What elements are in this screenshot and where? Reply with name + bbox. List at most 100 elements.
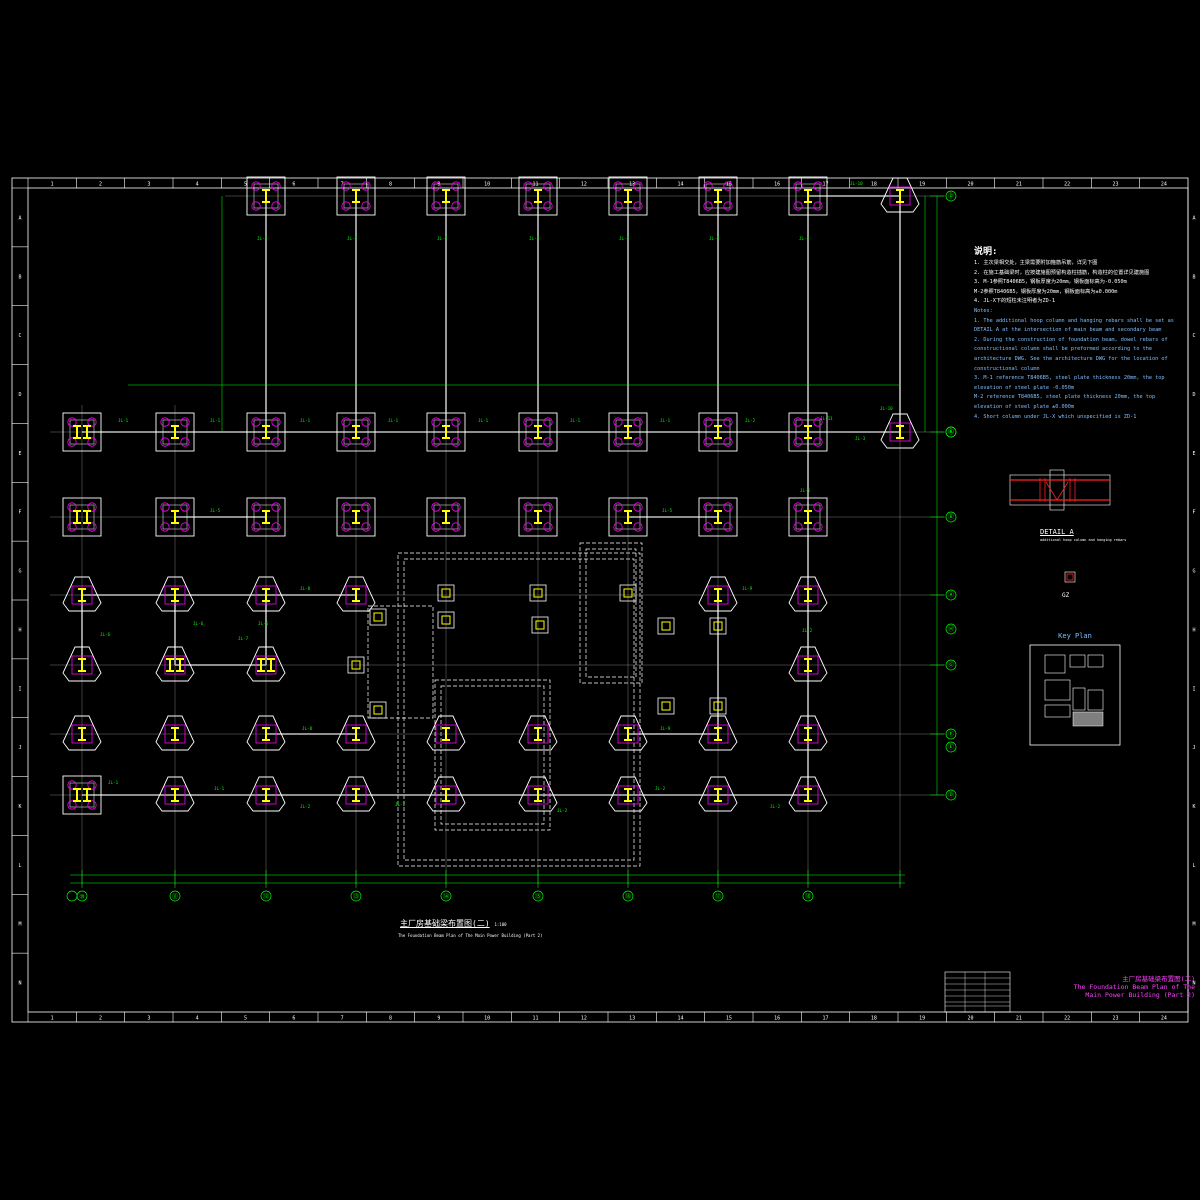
footing-pedestal xyxy=(255,655,277,675)
note-cn-5: 4. JL-X下的短柱未注明者为ZD-1 xyxy=(974,298,1056,305)
footing-pedestal xyxy=(707,585,729,605)
dashed-outline xyxy=(585,548,637,678)
footing-pedestal xyxy=(795,419,821,445)
anchor-bolt xyxy=(813,181,823,191)
anchor-bolt xyxy=(67,800,77,810)
square-footing xyxy=(246,412,286,452)
steel-column-mark xyxy=(714,510,722,524)
detail-gz-tag: GZ xyxy=(1062,592,1070,599)
footing-pedestal xyxy=(889,422,911,442)
square-footing xyxy=(246,497,286,537)
drawing-title-en: The Foundation Beam Plan of The Main Pow… xyxy=(398,933,543,938)
detail-a-graphic xyxy=(1009,469,1111,583)
frame-row-label: G xyxy=(1192,569,1195,575)
anchor-bolt xyxy=(633,522,643,532)
anchor-bolt xyxy=(451,201,461,211)
detail-a-title: DETAIL A xyxy=(1040,528,1074,536)
frame-col-label: 23 xyxy=(1112,182,1118,188)
anchor-bolt xyxy=(341,522,351,532)
triangular-footing xyxy=(698,776,738,812)
beam-label: JL-4 xyxy=(799,236,810,241)
square-footing xyxy=(155,412,195,452)
frame-col-label: 11 xyxy=(532,1016,538,1022)
footing-pedestal xyxy=(69,782,95,808)
beam-label: JL-8 xyxy=(302,726,313,731)
beam-label: JL-9 xyxy=(742,586,753,591)
square-footing xyxy=(62,497,102,537)
axis-bubble xyxy=(802,890,814,902)
axis-bubble xyxy=(260,890,272,902)
anchor-bolt xyxy=(793,181,803,191)
notes-en-heading: Notes: xyxy=(974,307,993,314)
anchor-bolt xyxy=(451,502,461,512)
key-plan-block xyxy=(1044,704,1071,718)
short-column-core xyxy=(351,660,361,670)
frame-col-label: 2 xyxy=(99,182,102,188)
steel-column-mark xyxy=(804,425,812,439)
anchor-bolt xyxy=(251,522,261,532)
anchor-bolt xyxy=(703,181,713,191)
anchor-bolt xyxy=(431,437,441,447)
detail-a-subtitle: additional hoop column and hanging rebar… xyxy=(1040,538,1127,542)
steel-column-mark xyxy=(83,510,91,524)
frame-row-label: D xyxy=(18,392,21,398)
axis-bubble-label: ⑰ xyxy=(715,893,721,901)
footing-pedestal xyxy=(433,504,459,530)
axis-bubble xyxy=(945,589,957,601)
frame-col-label: 20 xyxy=(967,1016,973,1022)
anchor-bolt xyxy=(431,502,441,512)
frame-col-label: 8 xyxy=(389,1016,392,1022)
frame-row-label: A xyxy=(18,215,21,221)
triangular-footing xyxy=(246,776,286,812)
square-footing xyxy=(698,176,738,216)
frame-col-label: 14 xyxy=(677,182,683,188)
footing-pedestal xyxy=(797,724,819,744)
axis-bubble-label: Ⓐ xyxy=(948,591,954,599)
short-column-pier xyxy=(531,616,549,634)
anchor-bolt xyxy=(723,522,733,532)
beam-label: JL-5 xyxy=(662,508,673,513)
beam-label: JL-4 xyxy=(529,236,540,241)
frame-row-label: B xyxy=(18,274,21,280)
steel-column-mark xyxy=(714,788,722,802)
frame-col-label: 16 xyxy=(774,1016,780,1022)
frame-col-label: 15 xyxy=(726,1016,732,1022)
footing-pedestal xyxy=(527,785,549,805)
steel-column-mark xyxy=(804,788,812,802)
beam-label: JL-8 xyxy=(300,586,311,591)
beam-label: JL-2 xyxy=(802,628,813,633)
short-column-pier xyxy=(369,608,387,626)
frame-col-label: 5 xyxy=(244,1016,247,1022)
anchor-bolt xyxy=(543,201,553,211)
anchor-bolt xyxy=(271,201,281,211)
steel-column-mark xyxy=(442,510,450,524)
detail-beam-outline xyxy=(1009,474,1111,506)
triangular-footing xyxy=(336,776,376,812)
key-plan-block xyxy=(1072,687,1086,711)
anchor-bolt xyxy=(67,522,77,532)
frame-col-label: 10 xyxy=(484,1016,490,1022)
frame-col-label: 10 xyxy=(484,182,490,188)
steel-column-mark xyxy=(624,425,632,439)
beam-label: JL-3 xyxy=(855,436,866,441)
triangular-footing xyxy=(62,576,102,612)
square-footing xyxy=(518,412,558,452)
short-column-core xyxy=(441,588,451,598)
axis-bubble xyxy=(945,659,957,671)
axis-bubble-label: ⑩ xyxy=(79,894,84,901)
beam-label: JL-4 xyxy=(257,236,268,241)
anchor-bolt xyxy=(613,181,623,191)
square-footing xyxy=(426,176,466,216)
frame-col-label: 16 xyxy=(774,182,780,188)
dashed-outline xyxy=(367,605,434,719)
frame-row-label: H xyxy=(1192,627,1195,633)
steel-column-mark xyxy=(442,425,450,439)
note-cn-2: 2. 在施工基础梁时，应按建施图预留构造柱插筋，构造柱的位置详见建施图 xyxy=(974,269,1150,276)
anchor-bolt xyxy=(67,437,77,447)
beam-label: JL-7 xyxy=(238,636,249,641)
dashed-outline xyxy=(440,685,545,825)
footing-pedestal xyxy=(255,785,277,805)
frame-col-label: 9 xyxy=(437,1016,440,1022)
beam-label: JL-11 xyxy=(820,416,833,421)
note-en-8: elevation of steel plate -0.050m xyxy=(974,384,1074,391)
